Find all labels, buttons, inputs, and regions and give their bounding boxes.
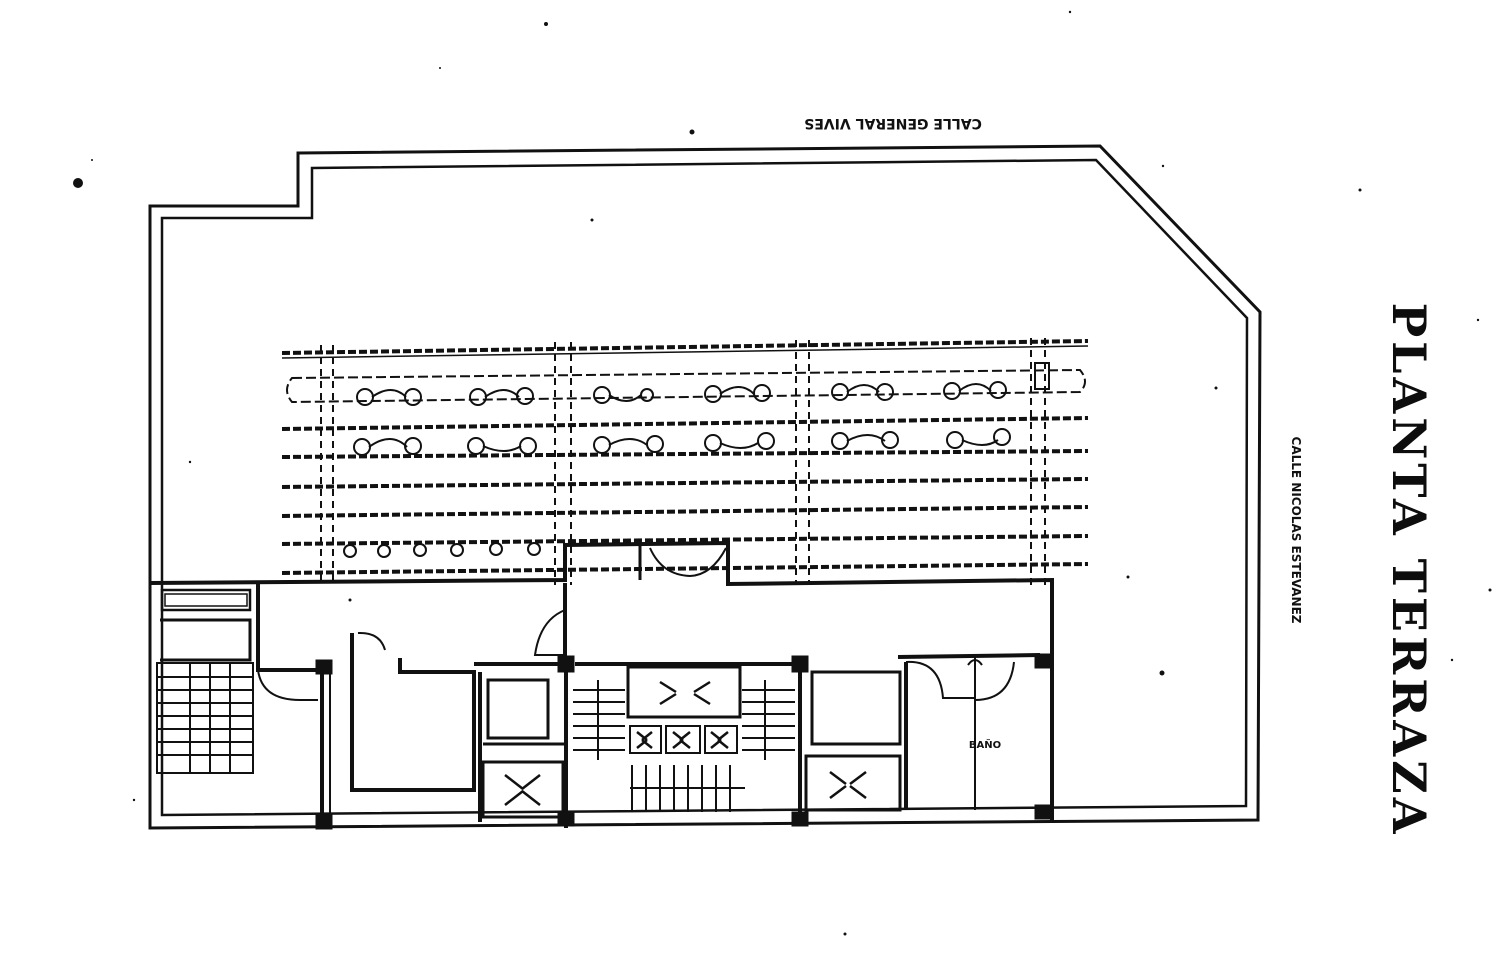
stairs-center-left xyxy=(573,680,625,760)
exterior-wall-outer xyxy=(148,144,1262,830)
fixture-row-bottom xyxy=(353,428,1011,456)
street-label-top: CALLE GENERAL VIVES xyxy=(804,115,982,131)
fixture-row-top xyxy=(356,381,1007,406)
room-label-bano: BAÑO xyxy=(969,738,1001,751)
shaft-marks xyxy=(504,680,867,806)
exterior-wall xyxy=(148,144,1262,830)
stairs-center-bottom xyxy=(630,765,745,812)
interior-walls xyxy=(149,540,1054,830)
door-swings xyxy=(257,547,1015,701)
exterior-wall-inner xyxy=(160,158,1249,817)
street-label-right: CALLE NICOLAS ESTEVANEZ xyxy=(1289,437,1303,624)
stairs-left xyxy=(156,662,254,774)
scan-specks xyxy=(73,10,1492,936)
roof-fixtures xyxy=(343,362,1050,558)
fixture-row-small xyxy=(343,542,541,558)
stairs xyxy=(156,662,795,812)
roof-beams xyxy=(281,339,1089,575)
stairs-center-right xyxy=(742,680,795,760)
structural-grid xyxy=(320,338,1046,585)
plan-title: PLANTA TERRAZA xyxy=(1382,303,1436,838)
